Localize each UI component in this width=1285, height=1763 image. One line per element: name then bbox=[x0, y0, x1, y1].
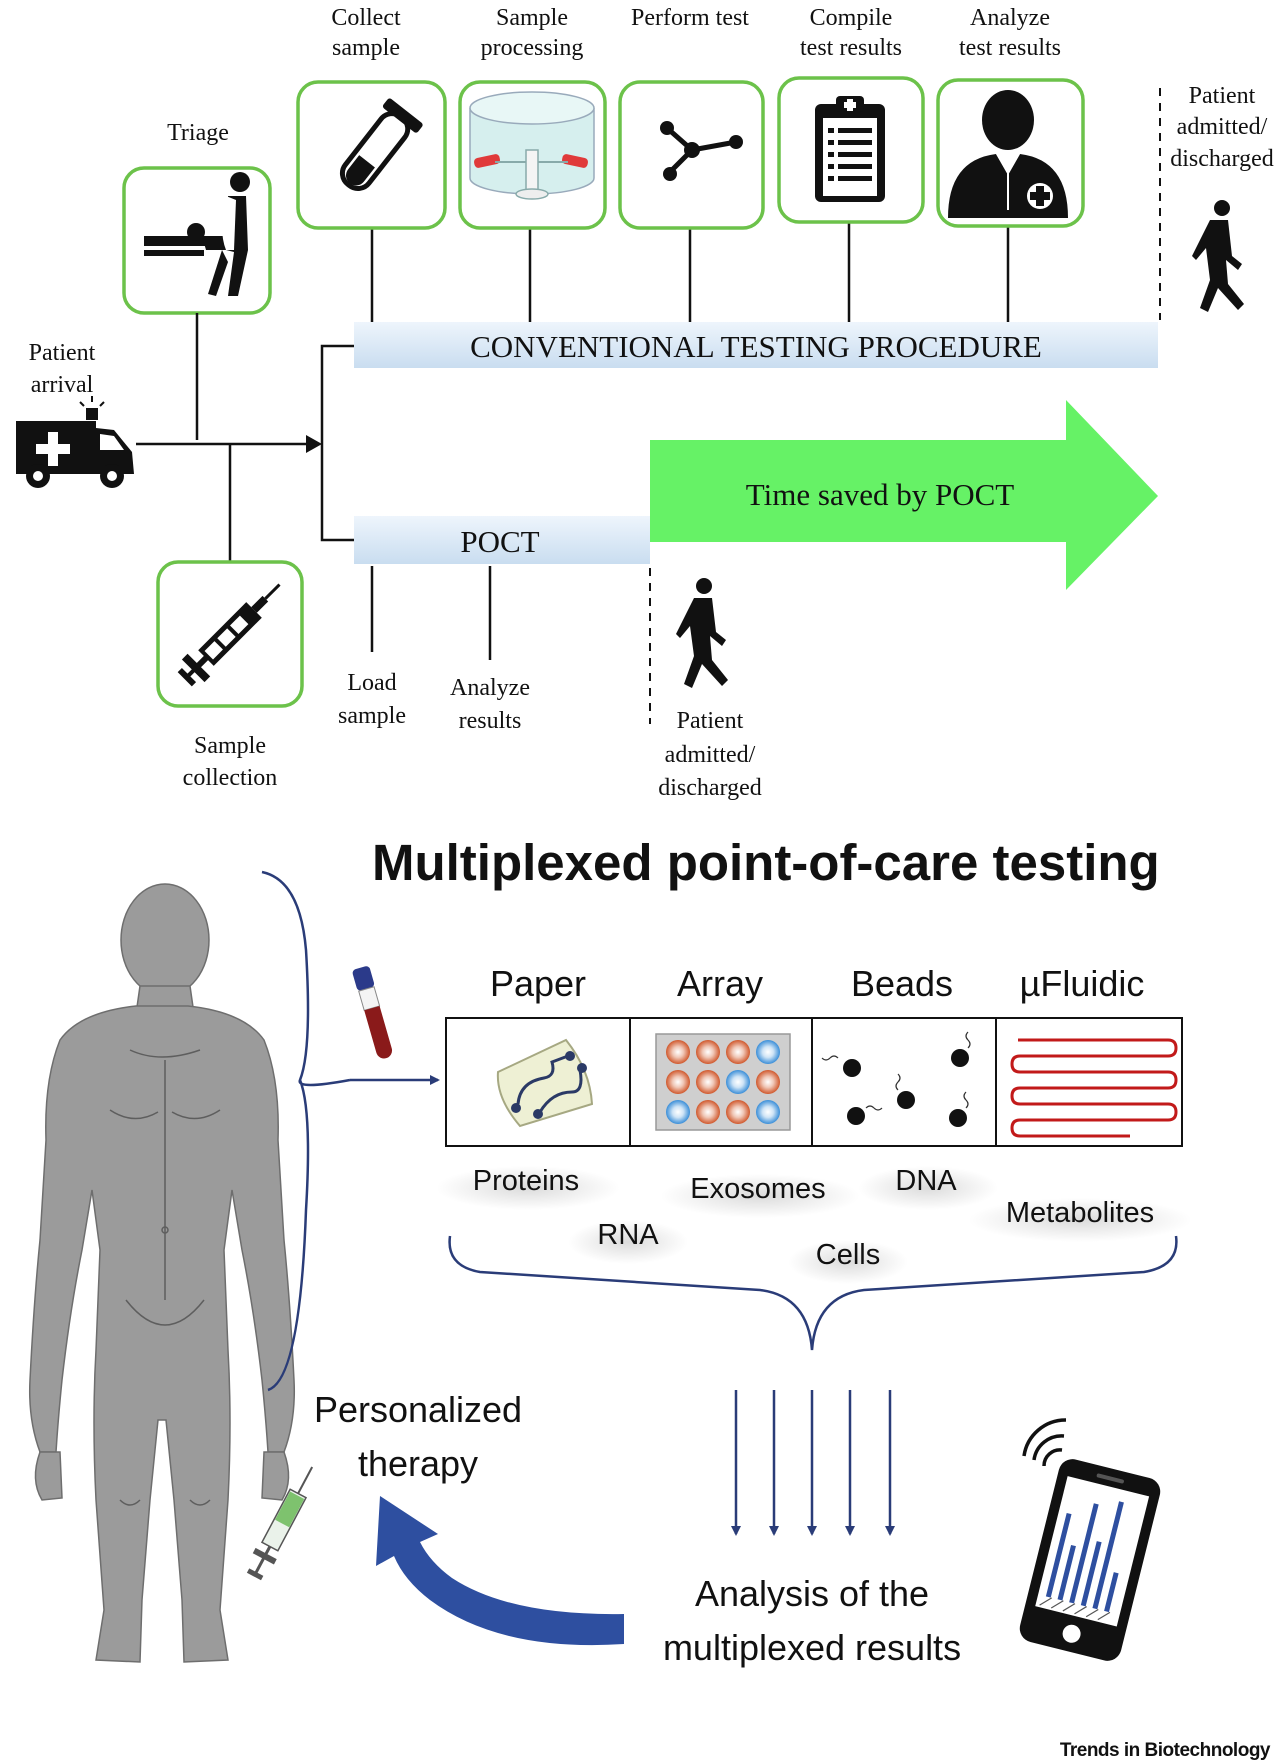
step-processing-label: Sample bbox=[496, 5, 568, 31]
sample-processing-box bbox=[458, 80, 607, 230]
platform-array-label: Array bbox=[677, 963, 763, 1004]
ambulance-icon bbox=[16, 396, 134, 488]
analyze-results-box bbox=[936, 78, 1085, 228]
admitted-right-label-3: discharged bbox=[1170, 146, 1274, 172]
body-contour-lines bbox=[109, 1049, 221, 1506]
beads-icon bbox=[821, 1031, 971, 1127]
step-labels: Collect sample Sample processing Perform… bbox=[331, 5, 1061, 61]
well-array-icon bbox=[655, 1033, 791, 1131]
analyte-exosomes: Exosomes bbox=[690, 1173, 825, 1205]
analyte-proteins: Proteins bbox=[473, 1165, 579, 1197]
syringe-icon bbox=[177, 583, 281, 687]
branch-connector bbox=[320, 344, 354, 542]
centrifuge-icon bbox=[469, 91, 595, 200]
load-sample-label-2: sample bbox=[338, 703, 406, 729]
conventional-bar: CONVENTIONAL TESTING PROCEDURE bbox=[354, 322, 1158, 368]
sample-collection-label-2: collection bbox=[183, 765, 278, 791]
poct-analyze-label-2: results bbox=[459, 708, 522, 734]
paper-device-icon bbox=[496, 1038, 594, 1128]
step-perform-label: Perform test bbox=[631, 5, 749, 31]
test-tube-icon bbox=[339, 98, 423, 192]
analysis-label-2: multiplexed results bbox=[663, 1627, 961, 1668]
patient-arrival-label-2: arrival bbox=[31, 372, 94, 398]
analyte-labels: Proteins Exosomes DNA Metabolites RNA Ce… bbox=[436, 1165, 1192, 1284]
down-arrows bbox=[731, 1390, 895, 1536]
poct-analyze-label: Analyze bbox=[450, 675, 530, 701]
triage-patient-icon bbox=[144, 172, 250, 296]
walking-person-icon-right bbox=[1192, 200, 1244, 312]
step-stems bbox=[370, 222, 1010, 322]
triage-box bbox=[122, 166, 272, 315]
platform-paper-label: Paper bbox=[490, 963, 586, 1004]
doctor-icon bbox=[948, 90, 1068, 218]
analysis-label: Analysis of the bbox=[695, 1573, 929, 1614]
analyte-metabolites: Metabolites bbox=[1006, 1197, 1154, 1229]
poct-bar-label: POCT bbox=[460, 524, 539, 559]
arrival-arrow bbox=[136, 435, 322, 453]
clipboard-icon bbox=[815, 96, 885, 202]
human-body-figure bbox=[28, 883, 296, 1663]
wifi-signal-icon bbox=[1022, 1418, 1067, 1467]
platform-ufluidic-label: µFluidic bbox=[1020, 963, 1145, 1004]
therapy-return-arrow bbox=[376, 1496, 624, 1646]
network-nodes-icon bbox=[660, 121, 743, 181]
green-syringe-icon bbox=[246, 1466, 314, 1581]
time-saved-label: Time saved by POCT bbox=[746, 477, 1014, 512]
blood-tube-icon bbox=[352, 966, 393, 1059]
body-bracket bbox=[261, 870, 351, 1392]
step-collect-label-2: sample bbox=[332, 35, 400, 61]
admitted-bottom-label-2: admitted/ bbox=[665, 742, 756, 768]
collect-sample-box bbox=[296, 80, 447, 230]
compile-results-box bbox=[777, 76, 925, 224]
conventional-bar-label: CONVENTIONAL TESTING PROCEDURE bbox=[470, 329, 1042, 364]
personalized-label: Personalized bbox=[314, 1389, 522, 1430]
triage-label: Triage bbox=[167, 120, 229, 146]
analyte-cells: Cells bbox=[816, 1239, 880, 1271]
analyte-dna: DNA bbox=[895, 1165, 957, 1197]
step-analyze-label-2: test results bbox=[959, 35, 1061, 61]
sample-collection-box bbox=[156, 560, 304, 708]
step-compile-label: Compile bbox=[810, 5, 893, 31]
walking-person-icon-bottom bbox=[676, 578, 728, 688]
platform-labels: Paper Array Beads µFluidic bbox=[490, 963, 1144, 1004]
time-saved-arrow: Time saved by POCT bbox=[650, 400, 1158, 590]
load-sample-label: Load bbox=[347, 670, 396, 696]
step-processing-label-2: processing bbox=[481, 35, 584, 61]
platform-beads-label: Beads bbox=[851, 963, 953, 1004]
step-analyze-label: Analyze bbox=[970, 5, 1050, 31]
personalized-label-2: therapy bbox=[358, 1443, 478, 1484]
patient-arrival-label: Patient bbox=[29, 340, 96, 366]
microfluidic-channel-icon bbox=[1010, 1038, 1178, 1138]
multiplexed-title: Multiplexed point-of-care testing bbox=[372, 834, 1160, 891]
step-compile-label-2: test results bbox=[800, 35, 902, 61]
sample-collection-label: Sample bbox=[194, 733, 266, 759]
admitted-bottom-label-3: discharged bbox=[658, 775, 762, 801]
analyte-rna: RNA bbox=[597, 1219, 659, 1251]
admitted-bottom-label: Patient bbox=[677, 708, 744, 734]
analyte-brace bbox=[448, 1235, 1178, 1351]
admitted-right-label: Patient bbox=[1189, 83, 1256, 109]
credit-label: Trends in Biotechnology bbox=[1060, 1740, 1271, 1761]
smartphone-icon bbox=[1019, 1459, 1161, 1661]
poct-bar: POCT bbox=[354, 516, 650, 564]
admitted-right-label-2: admitted/ bbox=[1177, 114, 1268, 140]
perform-test-box bbox=[618, 80, 765, 230]
step-collect-label: Collect bbox=[331, 5, 401, 31]
